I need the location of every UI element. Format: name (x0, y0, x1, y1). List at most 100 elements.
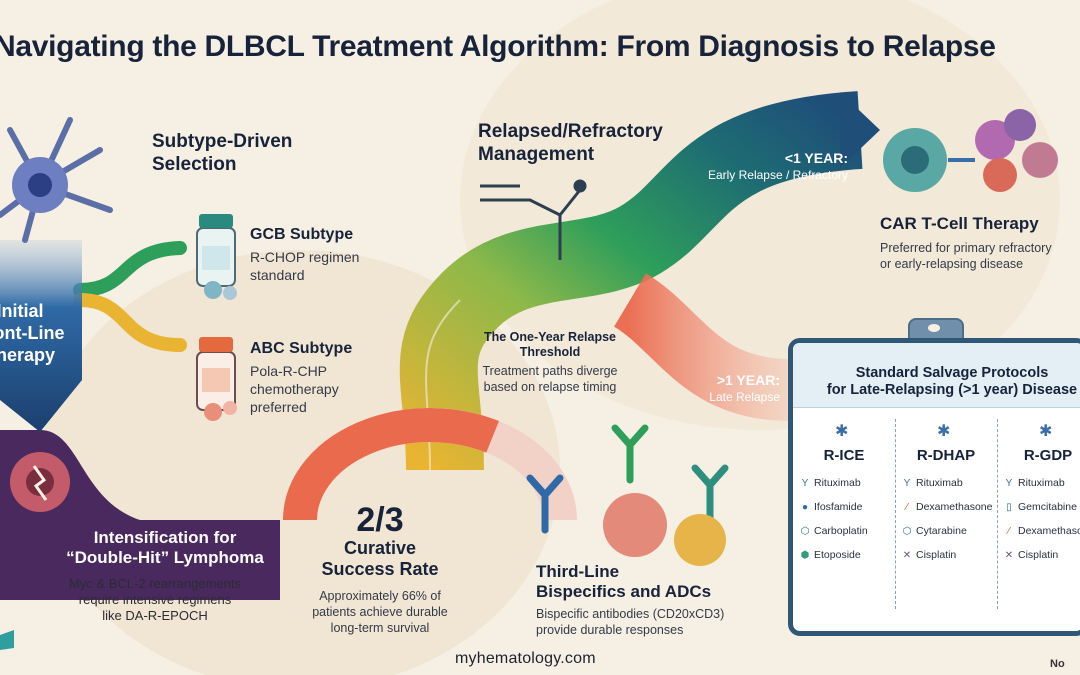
page-title: Navigating the DLBCL Treatment Algorithm… (0, 30, 996, 63)
branch-decision-icon (480, 179, 587, 260)
initial-line: Front-Line (0, 323, 65, 343)
footer-source: myhematology.com (455, 650, 596, 667)
third-line-desc-line: Bispecific antibodies (CD20xCD3) (536, 607, 725, 621)
bispecific-illustration (526, 424, 729, 534)
initial-therapy-label: Initial Front-Line Therapy (0, 300, 80, 366)
drug-name: Rituximab (916, 477, 963, 489)
threshold-title-line: The One-Year Relapse (483, 330, 616, 344)
abc-desc-line: chemotherapy (250, 381, 339, 397)
car-t-title: CAR T-Cell Therapy (880, 214, 1039, 233)
cross-icon: ✕ (902, 550, 912, 561)
pill-icon: ⁄ (1008, 526, 1010, 537)
protocol-column: ✱ R-GDP Y Rituximab ▯Gemcitabine ⁄Dexamet… (999, 415, 1080, 605)
gcb-subtype-name: GCB Subtype (250, 226, 354, 243)
column-divider (997, 419, 998, 609)
double-hit-cell-illustration (10, 452, 70, 512)
ring-icon: ● (801, 502, 809, 513)
threshold-block: The One-Year Relapse Threshold Treatment… (470, 330, 630, 395)
drug-item: Y Rituximab (901, 477, 963, 489)
car-t-illustration (883, 109, 1058, 192)
double-hit-title-line: Intensification for (93, 528, 237, 547)
abc-subtype-name: ABC Subtype (250, 340, 353, 357)
gcb-subtype-block: GCB Subtype R-CHOP regimen standard (250, 226, 359, 284)
curative-block: 2/3 Curative Success Rate Approximately … (300, 502, 460, 636)
threshold-title-line: Threshold (519, 345, 581, 359)
salvage-title: Standard Salvage Protocols for Late-Rela… (801, 365, 1080, 399)
late-relapse-branch (613, 273, 792, 421)
molecule-icon: ⬡ (800, 526, 810, 537)
molecule-icon: ⬡ (902, 526, 912, 537)
early-relapse-title: <1 YEAR: (784, 150, 848, 166)
salvage-clipboard: Standard Salvage Protocols for Late-Rela… (788, 338, 1080, 636)
double-hit-desc-line: require intensive regimens (78, 592, 232, 607)
corner-accent (0, 630, 14, 650)
gcb-desc-line: R-CHOP regimen (250, 249, 360, 265)
salvage-title-line: Standard Salvage Protocols (855, 365, 1049, 381)
threshold-desc-line: Treatment paths diverge (482, 364, 618, 378)
drug-item: ✕ Cisplatin (1003, 549, 1058, 561)
drug-item: ▯Gemcitabine (1003, 501, 1077, 513)
relapsed-heading-line: Management (478, 144, 595, 165)
late-relapse-label: >1 YEAR: Late Relapse (690, 372, 780, 404)
subtype-heading-line: Selection (152, 154, 237, 175)
initial-line: Initial (0, 301, 44, 321)
drug-item: Y Rituximab (1003, 477, 1065, 489)
relapsed-heading: Relapsed/Refractory Management (478, 120, 663, 166)
curative-desc-line: patients achieve durable (312, 605, 448, 619)
car-t-block: CAR T-Cell Therapy Preferred for primary… (880, 214, 1080, 272)
antibody-icon: Y (1005, 478, 1013, 489)
late-relapse-title: >1 YEAR: (716, 372, 780, 388)
curative-label-line: Success Rate (321, 559, 439, 579)
double-hit-block: Intensification for “Double-Hit” Lymphom… (50, 528, 280, 568)
protocol-icon: ✱ (1039, 423, 1053, 440)
early-relapse-sub: Early Relapse / Refractory (707, 168, 848, 182)
drug-name: Etoposide (814, 549, 861, 561)
drug-item: ● Ifosfamide (799, 501, 862, 513)
drug-name: Rituximab (1018, 477, 1065, 489)
cross-icon: ✕ (1004, 550, 1014, 561)
hexagon-icon: ⬢ (800, 550, 810, 561)
branch-gcb (73, 241, 187, 297)
antibody-icon: Y (903, 478, 911, 489)
double-hit-title-line: “Double-Hit” Lymphoma (66, 548, 264, 567)
drug-name: Carboplatin (814, 525, 868, 537)
third-line-title-line: Third-Line (536, 562, 620, 581)
drug-name: Cisplatin (916, 549, 957, 561)
third-line-desc-line: provide durable responses (536, 623, 684, 637)
column-divider (895, 419, 896, 609)
drug-name: Gemcitabine (1018, 501, 1077, 513)
drug-item: ✕ Cisplatin (901, 549, 956, 561)
corner-mark: No (1050, 658, 1065, 670)
target-cell (603, 493, 667, 557)
abc-vial-illustration (196, 337, 237, 421)
gcb-vial-illustration (196, 214, 237, 300)
pill-icon: ⁄ (906, 502, 908, 513)
subtype-heading-line: Subtype-Driven (152, 131, 293, 152)
curative-fraction: 2/3 (356, 501, 404, 539)
protocol-name: R-ICE (823, 447, 865, 464)
relapse-road (399, 91, 863, 471)
threshold-desc-line: based on relapse timing (483, 380, 617, 394)
protocol-name: R-GDP (1023, 447, 1073, 464)
curative-desc-line: long-term survival (330, 621, 430, 635)
curative-gauge-fill (283, 408, 499, 521)
drug-name: Ifosfamide (814, 501, 863, 513)
drug-item: ⬢ Etoposide (799, 549, 861, 561)
car-t-desc-line: or early-relapsing disease (880, 257, 1024, 271)
drug-name: Cisplatin (1018, 549, 1059, 561)
double-hit-desc: Myc & BCL-2 rearrangements require inten… (40, 576, 270, 624)
initial-line: Therapy (0, 345, 56, 365)
salvage-title-line: for Late-Relapsing (>1 year) Disease (826, 382, 1078, 398)
abc-subtype-block: ABC Subtype Pola-R-CHP chemotherapy pref… (250, 340, 352, 416)
relapsed-heading-line: Relapsed/Refractory (478, 121, 663, 142)
third-line-title-line: Bispecifics and ADCs (536, 582, 712, 601)
protocol-name: R-DHAP (916, 447, 976, 464)
dendritic-cell-illustration (0, 117, 113, 243)
drug-item: ⁄Dexamethasone (1003, 525, 1080, 537)
drug-item: ⬡Cytarabine (901, 525, 967, 537)
branch-abc (73, 293, 187, 352)
target-cell (674, 514, 726, 566)
protocol-icon: ✱ (835, 423, 849, 440)
